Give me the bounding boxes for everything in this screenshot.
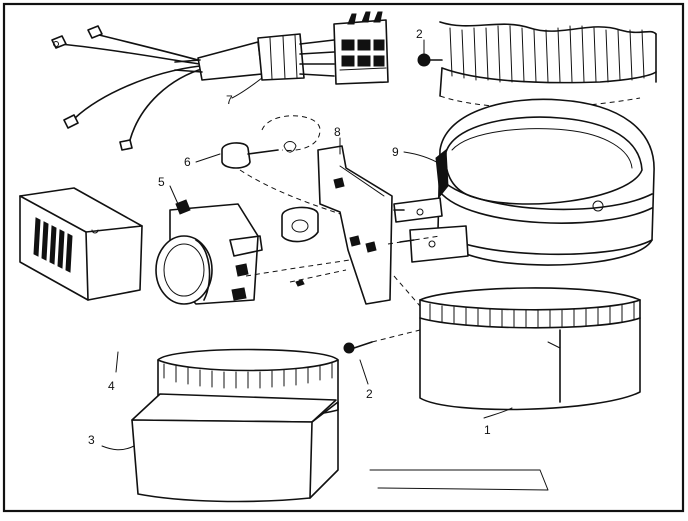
callout-9: 9 xyxy=(392,145,399,159)
transition-duct xyxy=(131,348,549,503)
callout-2-bottom: 2 xyxy=(366,387,373,401)
fan-motor-dome xyxy=(393,98,655,266)
diagram-frame xyxy=(2,2,685,513)
switch-assembly xyxy=(155,199,351,305)
control-cover xyxy=(19,187,143,301)
mounting-bracket xyxy=(281,145,441,307)
callout-1: 1 xyxy=(484,423,491,437)
callout-5: 5 xyxy=(158,175,165,189)
wire-harness xyxy=(51,11,389,151)
callout-4: 4 xyxy=(108,379,115,393)
leader-lines xyxy=(101,39,513,451)
top-screw xyxy=(417,53,443,67)
top-seam-cylinder xyxy=(439,21,657,109)
callout-2-top: 2 xyxy=(416,27,423,41)
callout-6: 6 xyxy=(184,155,191,169)
callout-3: 3 xyxy=(88,433,95,447)
lower-cylinder xyxy=(419,287,641,411)
callout-8: 8 xyxy=(334,125,341,139)
callout-7: 7 xyxy=(226,93,233,107)
lower-screw xyxy=(343,329,421,354)
